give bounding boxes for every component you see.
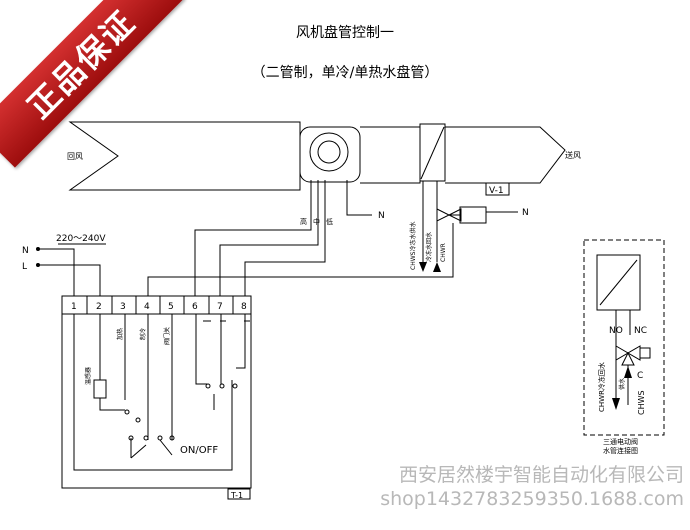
diagram-title: 风机盘管控制一 [296, 25, 394, 41]
terminal-2: 2 [96, 302, 102, 312]
valve-box-label: V-1 [489, 186, 504, 196]
coil-duct [360, 126, 421, 184]
return-air-label: 回风 [67, 152, 83, 161]
three-way-label-2: 水管连接图 [603, 446, 638, 455]
thermostat-box-label: T-1 [230, 491, 243, 500]
watermark-company: 西安居然楼宇智能自动化有限公司 [398, 464, 684, 486]
onoff-label: ON/OFF [180, 445, 218, 456]
diagram-subtitle: （二管制，单冷/单热水盘管） [251, 65, 439, 81]
fan-outer [309, 132, 349, 172]
terminal-4: 4 [144, 302, 150, 312]
three-way-valve-symbol [615, 345, 641, 366]
thermostat-box [61, 295, 252, 489]
chws-side-label: CHWS [637, 390, 646, 415]
neutral-top-label: N [378, 211, 385, 221]
three-way-valve-frame [583, 239, 665, 436]
hot-water-label: 供水 [618, 378, 626, 390]
chws-supply-label: CHWS冷冻水供水 [409, 222, 417, 270]
mid-label: 中 [313, 217, 320, 226]
nc-label: NC [634, 326, 647, 336]
terminal-3: 3 [120, 302, 126, 312]
c-label: C [637, 371, 643, 381]
voltage-label: 220～240V [56, 234, 106, 244]
fan-inner [317, 140, 341, 164]
cool-label: 制冷 [139, 328, 147, 340]
terminal-7: 7 [217, 302, 223, 312]
no-label: NO [609, 326, 623, 336]
terminal-6: 6 [192, 302, 198, 312]
supply-air-label: 送风 [565, 150, 581, 160]
chwr-side-label: CHWR冷冻回水 [597, 362, 606, 412]
valve-actuator [459, 206, 487, 224]
terminal-1: 1 [71, 302, 77, 312]
fan-housing [299, 126, 361, 183]
three-way-label-1: 三通电动阀 [603, 437, 638, 446]
coil-unit [419, 123, 446, 182]
chwr-label: CHWR [440, 243, 447, 262]
valve-symbol [436, 208, 462, 222]
neutral-valve-label: N [522, 208, 529, 218]
return-air-duct [68, 121, 301, 191]
watermark-url: shop1432783259350.1688.com [380, 488, 684, 510]
line-n-label: N [22, 246, 29, 256]
line-l-label: L [22, 262, 27, 272]
chwr-return-label: 冷冻水回水 [425, 232, 433, 262]
supply-air-duct [445, 126, 566, 184]
temp-sensor [93, 379, 107, 399]
low-label: 低 [326, 217, 333, 226]
valve-close-label: 阀门关 [163, 327, 171, 345]
high-label: 高 [300, 217, 307, 226]
temp-sensor-label: 温感器 [84, 367, 92, 385]
terminal-5: 5 [168, 302, 174, 312]
heat-label: 加热 [116, 328, 124, 340]
terminal-8: 8 [241, 302, 247, 312]
